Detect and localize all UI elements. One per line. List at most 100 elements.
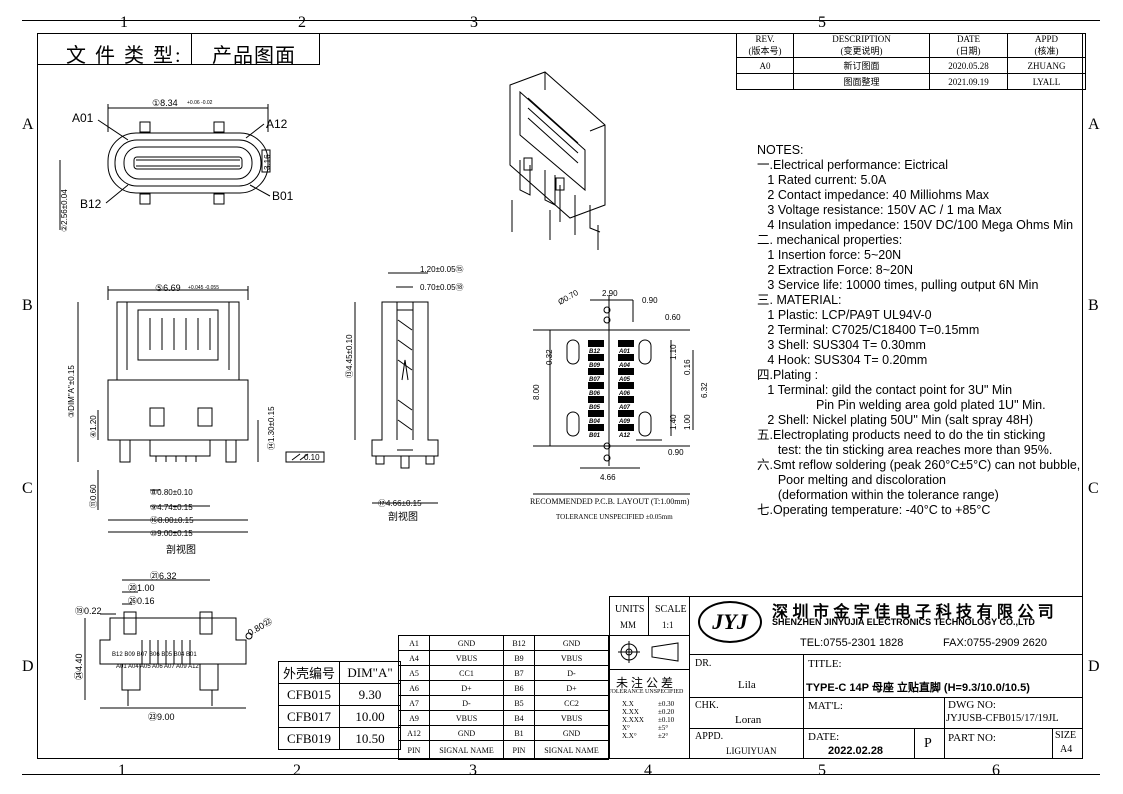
dr-label: DR. [695,658,712,669]
side-d21: ㉑6.32 [150,571,177,581]
tolerance-format: X.XXX [622,716,644,724]
dim-3: 3.16 [263,154,272,170]
note-line: 1 Insertion force: 5~20N [757,248,902,262]
tolerance-value: ±5° [658,724,669,732]
desc-header: DESCRIPTION(变更说明) [793,33,930,58]
front-view [77,286,325,533]
tolerance-format: X.X° [622,732,637,740]
note-line: NOTES: [757,143,804,157]
revision-row: 图面整理 2021.09.19 LYALL [736,73,1086,90]
pcb-pad-label: B04 [589,419,601,425]
top-view [59,104,271,230]
dim-a-value: 10.00 [339,705,401,728]
zone-row-d: D [22,658,34,675]
pcb-d466: 4.66 [600,473,616,482]
tolerance-en: TOLERANCE UNSPECIFIED [608,689,684,695]
pcb-pad-label: B09 [589,363,601,369]
appd-cell: LYALL [1007,73,1086,90]
dim-11: ⑪0.60 [89,484,98,508]
notes-block: NOTES:一.Electrical performance: Eictrica… [757,143,1080,518]
zone-col-2: 2 [293,762,301,779]
pcb-pad [588,368,604,375]
note-line: 三. MATERIAL: [757,293,842,307]
shell-code: CFB015 [278,683,340,706]
zone-col-6: 6 [992,762,1000,779]
pin-id: B12 [503,635,535,651]
pcb-pad-label: A05 [618,377,631,383]
side-d24: ㉔4.40 [74,653,84,680]
zone-col-3-top: 3 [470,14,478,31]
label-a01: A01 [72,111,94,125]
pcb-pad-label: A09 [618,419,631,425]
pin-id: B4 [503,710,535,726]
dim-5-tol: +0.045 -0.055 [188,285,219,291]
pcb-d016: 0.16 [683,359,692,375]
pin-table-footer-cell: SIGNAL NAME [429,740,504,760]
pin-id: B5 [503,695,535,711]
side-d22: 0.80㉒ [246,616,274,638]
zone-col-5-top: 5 [818,14,826,31]
date-header: DATE(日期) [929,33,1008,58]
zone-row-b: B [22,297,33,314]
pcb-d070: Ø0.70 [557,288,581,307]
signal-name: D+ [534,680,609,696]
pcb-pad [618,382,634,389]
tolerance-format: X.XX [622,708,639,716]
signal-name: GND [534,635,609,651]
note-line: 2 Shell: Nickel plating 50U" Min (salt s… [757,413,1034,427]
pcb-pad-label: B01 [589,433,601,439]
dwg-label: DWG NO: [948,699,996,711]
dim-16: ⑯8.00±0.15 [150,516,194,525]
pin-id: A12 [398,725,430,741]
projection-symbol-icon [618,641,679,663]
part-label: PART NO: [948,732,996,744]
appd-label: APPD. [695,731,724,742]
note-line: 1 Terminal: gild the contact point for 3… [757,383,1013,397]
signal-name: CC2 [534,695,609,711]
zone-col-4: 4 [644,762,652,779]
dim-a-value: 9.30 [339,683,401,706]
appd-value: LIGUIYUAN [726,746,777,756]
signal-name: D- [534,665,609,681]
dim-5: ⑤6.69 [155,283,181,293]
tolerance-format: X.X [622,700,634,708]
tolerance-value: ±0.20 [658,708,675,716]
pcb-pad-label: A01 [618,349,631,355]
pcb-pad [588,424,604,431]
zone-col-3: 3 [469,762,477,779]
pcb-pad [588,410,604,417]
pcb-d090a: 0.90 [642,296,658,305]
signal-name: VBUS [534,650,609,666]
dim-9: ⑨4.74±0.15 [150,503,193,512]
dim-4: ④1.20 [89,415,98,438]
pin-table-footer-cell: PIN [503,740,535,760]
zone-col-1-top: 1 [120,14,128,31]
pcb-d100: 1.00 [683,414,692,430]
units-cell [609,596,649,636]
zone-row-d-right: D [1088,658,1100,675]
doc-type-label: 文 件 类 型: [66,45,183,67]
dim-17: ⑰4.66±0.15 [378,499,422,508]
size-cell [1052,728,1083,759]
pcb-pad-label: A04 [618,363,631,369]
zone-row-c-right: C [1088,480,1099,497]
dim-14: ⑭1.30±0.15 [267,406,276,450]
side-d20: ⑳1.00 [128,583,155,593]
pcb-pad [588,354,604,361]
tolerance-row: X.XX ±0.20 [622,708,674,716]
note-line: (deformation within the tolerance range) [757,488,999,502]
pin-table-footer-cell: PIN [398,740,430,760]
dim-8: ⑧0.80±0.10 [150,488,193,497]
pcb-pad-label: B05 [589,405,601,411]
side-d19: ⑲0.22 [75,606,102,616]
pcb-pad-label: A06 [618,391,631,397]
pin-table-footer-cell: SIGNAL NAME [534,740,609,760]
